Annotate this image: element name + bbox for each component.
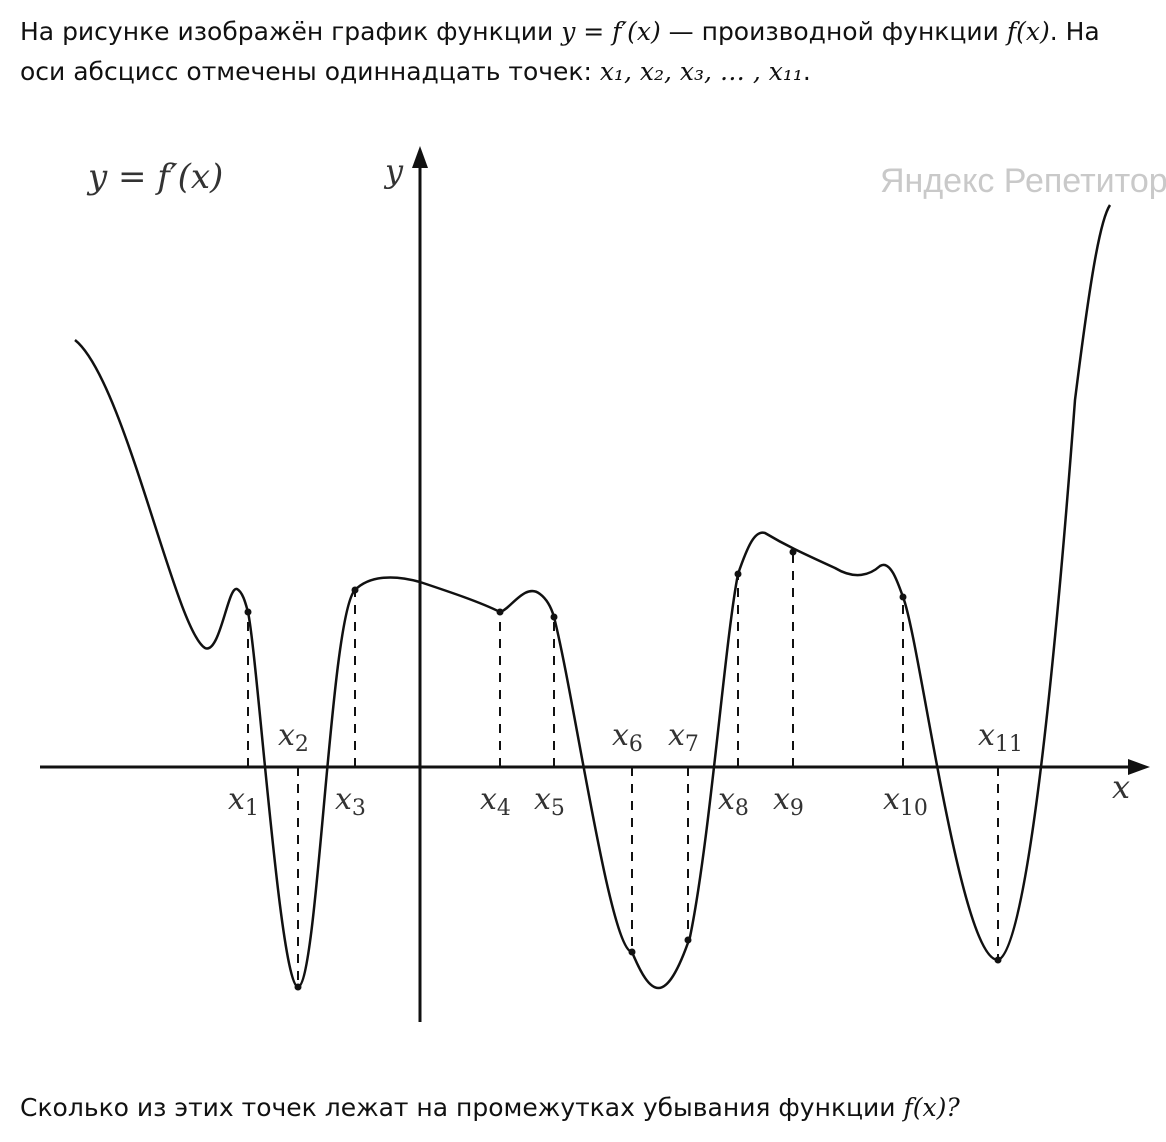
intro-text-4: . <box>802 57 811 86</box>
curve-point-x7 <box>684 936 692 944</box>
point-labels: x1 x2 x3 x4 x5 x6 x7 x8 x9 x10 x11 <box>228 718 1023 821</box>
curve-point-x5 <box>550 613 558 621</box>
point-label-index: 1 <box>245 796 259 821</box>
point-label-x4: x4 <box>480 782 511 821</box>
curve-point-x1 <box>244 608 252 616</box>
question: Сколько из этих точек лежат на промежутк… <box>20 1088 1150 1128</box>
point-label-index: 2 <box>295 732 309 757</box>
point-label-index: 4 <box>497 796 511 821</box>
curve-point-x4 <box>496 608 504 616</box>
intro-text-3: . На оси абсцисс отмечены одиннадцать то… <box>20 17 1100 86</box>
curve-point-x10 <box>899 593 907 601</box>
derivative-curve <box>74 204 1112 989</box>
points-list: x₁, x₂, x₃, … , x₁₁ <box>599 57 803 86</box>
point-label-index: 11 <box>995 732 1023 757</box>
point-label-x11: x11 <box>978 718 1023 757</box>
y-axis-arrow <box>412 146 428 168</box>
point-label-x3: x3 <box>335 782 366 821</box>
curve-point-x6 <box>628 948 636 956</box>
question-function-notation: f(x) <box>903 1093 947 1122</box>
curve-point-x3 <box>351 586 359 594</box>
point-markers <box>244 548 1002 991</box>
point-label-index: 5 <box>551 796 565 821</box>
intro-text-2: — производной функции <box>660 17 1007 46</box>
point-label-x7: x7 <box>668 718 699 757</box>
point-label-x8: x8 <box>718 782 749 821</box>
point-label-x2: x2 <box>278 718 309 757</box>
question-text: Сколько из этих точек лежат на промежутк… <box>20 1093 904 1122</box>
y-axis-label: y <box>383 152 404 190</box>
point-label-index: 8 <box>735 796 749 821</box>
curve-point-x8 <box>734 570 742 578</box>
point-label-index: 6 <box>629 732 643 757</box>
question-mark: ? <box>946 1093 960 1122</box>
point-label-index: 9 <box>790 796 804 821</box>
x-axis-arrow <box>1128 759 1150 775</box>
point-label-x1: x1 <box>228 782 259 821</box>
curve-point-x2 <box>294 983 302 991</box>
intro-text-1: На рисунке изображён график функции <box>20 17 562 46</box>
point-label-x10: x10 <box>883 782 928 821</box>
point-label-index: 3 <box>352 796 366 821</box>
curve-point-x11 <box>994 956 1002 964</box>
curve-point-x9 <box>789 548 797 556</box>
x-axis-label: x <box>1112 768 1130 806</box>
graph-label: y = f′(x) <box>86 157 223 197</box>
function-notation: f(x) <box>1006 17 1050 46</box>
point-label-index: 7 <box>685 732 699 757</box>
watermark: Яндекс Репетитор <box>880 162 1166 200</box>
problem-statement: На рисунке изображён график функции y = … <box>20 12 1150 92</box>
point-label-x6: x6 <box>612 718 643 757</box>
point-label-index: 10 <box>900 796 928 821</box>
point-label-x9: x9 <box>773 782 804 821</box>
projection-lines <box>247 552 999 987</box>
derivative-notation: y = f′(x) <box>561 17 661 46</box>
point-label-x5: x5 <box>534 782 565 821</box>
